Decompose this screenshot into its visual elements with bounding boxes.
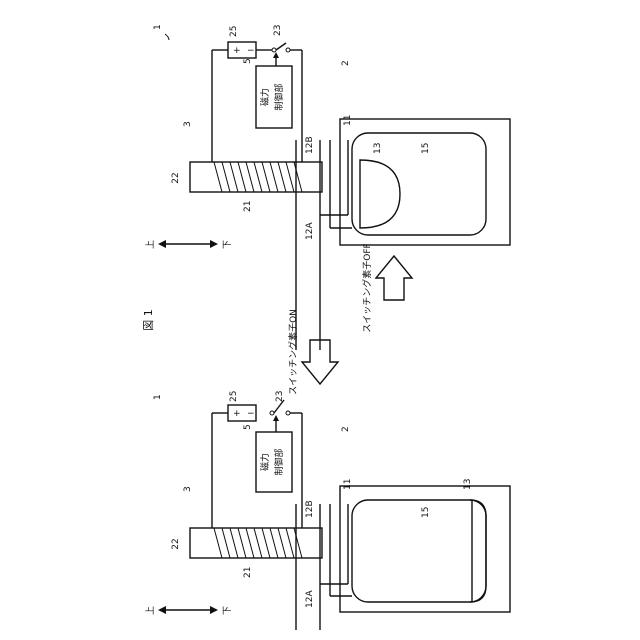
pipe-right-label: 12B [305, 500, 315, 518]
panel-switch-off: 1 25 + − 2 3 5 磁力 制御部 [145, 391, 510, 630]
fluid-label: 15 [421, 143, 431, 154]
switch-label: 23 [273, 25, 283, 36]
direction-up: 上 [145, 606, 156, 615]
wall-label: 11 [343, 115, 353, 126]
battery-minus: − [247, 46, 255, 56]
core-label: 22 [171, 172, 181, 183]
magnetic-body-label: 13 [463, 479, 473, 490]
arrow-head [273, 52, 279, 58]
arrow-head [158, 240, 166, 248]
coil-label: 21 [243, 567, 253, 578]
arrow-head [210, 606, 218, 614]
magnetic-body [470, 500, 486, 602]
container-label: 2 [341, 60, 351, 66]
battery-plus: + [233, 409, 241, 419]
battery-label: 25 [229, 391, 239, 402]
arrow-head [273, 415, 279, 421]
container-label: 2 [341, 426, 351, 432]
pipe-left-label: 12A [305, 222, 315, 240]
battery-plus: + [233, 46, 241, 56]
direction-up: 上 [145, 240, 156, 249]
wall-label: 11 [343, 479, 353, 490]
arrow-off-label: スイッチング素子OFF [361, 243, 373, 332]
controller-text-line2: 制御部 [273, 83, 285, 110]
panel-switch-on: 1 + − 25 23 5 磁力 制御部 [145, 24, 510, 350]
controller-text-line1: 磁力 [259, 88, 271, 106]
rotated-figure: 図 1 1 + − 25 23 5 [142, 24, 510, 630]
arrow-on-label: スイッチング素子ON [287, 309, 299, 395]
pipe-left-label: 12A [305, 590, 315, 608]
iron-core [190, 162, 322, 192]
figure-title: 図 1 [142, 309, 155, 331]
direction-down: 下 [223, 606, 233, 615]
battery-minus: − [247, 409, 255, 419]
controller-text-line1: 磁力 [259, 453, 271, 471]
switch-contact [270, 411, 274, 415]
switch-lever [276, 43, 286, 50]
container-inner [352, 500, 486, 602]
controller-text-line2: 制御部 [273, 448, 285, 475]
switch-contact [286, 48, 290, 52]
switch-contact [286, 411, 290, 415]
controller-label: 5 [243, 424, 253, 430]
direction-down: 下 [223, 240, 233, 249]
device-label: 1 [153, 394, 163, 400]
coil-assembly-label: 3 [183, 121, 193, 127]
coil-windings [214, 162, 302, 192]
arrow-switch-off [376, 256, 412, 300]
iron-core [190, 528, 322, 558]
magnetic-body-label: 13 [373, 143, 383, 154]
pipe-assembly [296, 504, 352, 630]
pipe-right-label: 12B [305, 136, 315, 154]
arrow-head [158, 606, 166, 614]
magnetic-body [360, 160, 400, 228]
arrow-head [210, 240, 218, 248]
device-label: 1 [153, 24, 163, 30]
leader-line [165, 34, 169, 40]
coil-windings [214, 528, 302, 558]
switch-arrows: スイッチング素子ON スイッチング素子OFF [287, 243, 412, 395]
controller-label: 5 [243, 58, 253, 64]
switch-contact [272, 48, 276, 52]
core-label: 22 [171, 538, 181, 549]
battery-label: 25 [229, 26, 239, 37]
coil-label: 21 [243, 201, 253, 212]
fluid-label: 15 [421, 507, 431, 518]
coil-assembly-label: 3 [183, 486, 193, 492]
